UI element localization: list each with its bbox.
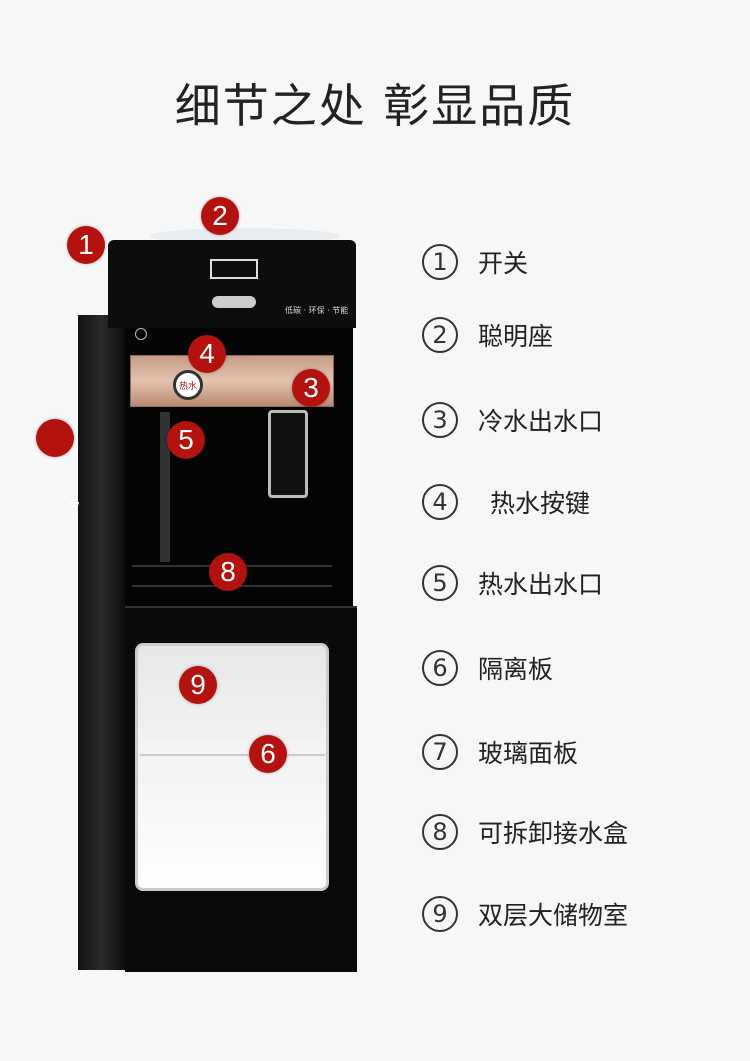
hot-button-label: 热水 <box>178 381 197 392</box>
feature-item: 5 热水出水口 <box>422 565 603 601</box>
feature-label: 隔离板 <box>478 655 554 684</box>
circled-number: 3 <box>422 402 458 438</box>
marker-1: 1 <box>67 226 105 264</box>
brand-logo <box>210 259 258 279</box>
marker-9: 9 <box>179 666 217 704</box>
circled-number: 8 <box>422 814 458 850</box>
side-mark: 7 <box>68 498 81 522</box>
marker-8: 8 <box>209 553 247 591</box>
cold-water-tap[interactable] <box>268 410 308 498</box>
page-title: 细节之处 彰显品质 <box>174 79 576 133</box>
feature-item: 7 玻璃面板 <box>422 734 578 770</box>
circled-number: 6 <box>422 650 458 686</box>
feature-item: 9 双层大储物室 <box>422 896 628 932</box>
side-glass-panel <box>78 315 128 970</box>
marker-2: 2 <box>201 197 239 235</box>
feature-item: 1 开关 <box>422 244 528 280</box>
circled-number: 1 <box>422 244 458 280</box>
feature-label: 热水出水口 <box>478 570 604 599</box>
circled-number: 5 <box>422 565 458 601</box>
divider-shelf <box>140 742 325 756</box>
feature-label: 可拆卸接水盒 <box>478 819 629 848</box>
feature-item: 6 隔离板 <box>422 650 553 686</box>
storage-compartment[interactable] <box>135 643 329 891</box>
circled-number: 7 <box>422 734 458 770</box>
feature-item: 4 热水按键 <box>422 484 590 520</box>
feature-label: 玻璃面板 <box>478 739 579 768</box>
switch-icon <box>135 328 147 340</box>
feature-item: 3 冷水出水口 <box>422 402 603 438</box>
circled-number: 9 <box>422 896 458 932</box>
feature-label: 冷水出水口 <box>478 407 604 436</box>
feature-label: 热水按键 <box>490 489 591 518</box>
indicator-lights <box>212 296 256 308</box>
marker-5: 5 <box>167 421 205 459</box>
hot-water-tube <box>160 412 170 562</box>
hot-water-button[interactable]: 热水 <box>173 370 203 400</box>
circled-number: 2 <box>422 317 458 353</box>
slogan: 低碳 · 环保 · 节能 <box>285 306 349 315</box>
feature-label: 开关 <box>478 249 529 278</box>
marker-3: 3 <box>292 369 330 407</box>
marker-7-dot <box>36 419 74 457</box>
feature-label: 聪明座 <box>478 322 554 351</box>
circled-number: 4 <box>422 484 458 520</box>
feature-label: 双层大储物室 <box>478 901 629 930</box>
feature-item: 2 聪明座 <box>422 317 553 353</box>
feature-item: 8 可拆卸接水盒 <box>422 814 628 850</box>
marker-6: 6 <box>249 735 287 773</box>
top-unit <box>108 240 356 328</box>
marker-4: 4 <box>188 335 226 373</box>
